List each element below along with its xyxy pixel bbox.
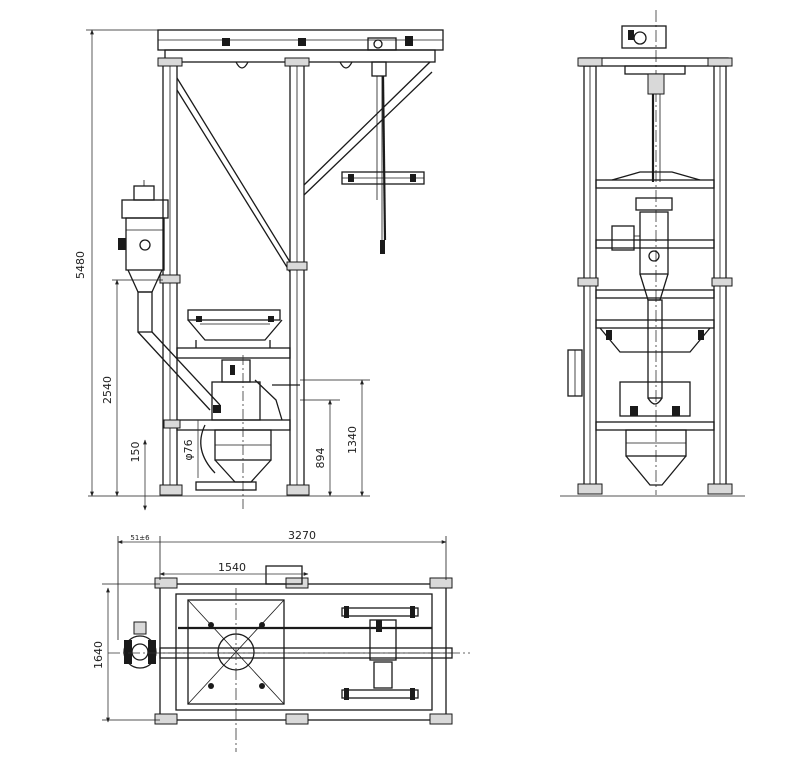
hoist-trolley: [367, 37, 397, 254]
side-view: [560, 10, 745, 497]
dim-overall-height: 5480: [74, 251, 87, 279]
dust-collector: [118, 180, 169, 333]
dim-leg-offset: 150: [129, 442, 142, 463]
dim-plan-length: 3270: [288, 529, 316, 542]
plan-dimensions: 3270 51±6 1540 1640: [92, 529, 447, 723]
front-view: [88, 29, 444, 512]
plan-view: [108, 565, 470, 752]
dim-pipe-diameter: φ76: [182, 439, 195, 460]
dim-table-height: 1340: [346, 426, 359, 454]
plan-frame: [159, 583, 447, 721]
front-dimensions: 5480 2540 150 φ76 894 1340: [74, 29, 370, 511]
dim-discharge-height: 894: [314, 448, 327, 469]
table-frame: [176, 347, 291, 359]
dim-plan-width: 1640: [92, 641, 105, 669]
dim-plan-inner: 1540: [218, 561, 246, 574]
dim-lower-height: 2540: [101, 376, 114, 404]
dim-plan-small: 51±6: [130, 534, 150, 542]
